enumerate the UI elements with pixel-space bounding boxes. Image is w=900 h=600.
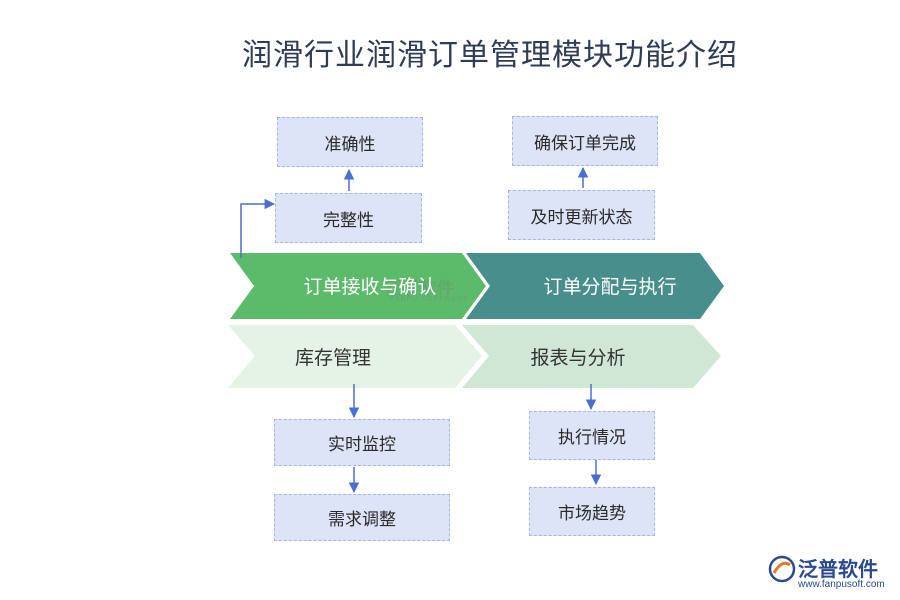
label-inventory: 库存管理 bbox=[294, 346, 371, 369]
box-ensure-order-done: 确保订单完成 bbox=[512, 116, 658, 166]
chevron-inventory bbox=[228, 325, 482, 388]
label-order-receive: 订单接收与确认 bbox=[303, 275, 437, 298]
logo-name: 泛普软件 bbox=[798, 557, 878, 581]
label-report: 报表与分析 bbox=[530, 346, 626, 369]
brand-logo: 泛普软件 www.fanpusoft.com bbox=[768, 553, 893, 595]
watermark-name: 泛普软件 bbox=[386, 279, 454, 299]
chevron-order-dispatch bbox=[466, 253, 724, 319]
box-demand-adjust: 需求调整 bbox=[274, 494, 450, 541]
box-exec-status: 执行情况 bbox=[529, 411, 655, 460]
page-title: 润滑行业润滑订单管理模块功能介绍 bbox=[242, 38, 738, 73]
box-update-status: 及时更新状态 bbox=[508, 190, 655, 240]
chevron-report bbox=[462, 325, 721, 388]
watermark-sub: FANPU SOFTWARE bbox=[390, 296, 469, 303]
box-accuracy: 准确性 bbox=[277, 117, 423, 167]
chevron-order-receive bbox=[230, 253, 486, 319]
logo-icon bbox=[768, 555, 796, 583]
box-completeness: 完整性 bbox=[275, 193, 422, 243]
label-order-dispatch: 订单分配与执行 bbox=[543, 275, 677, 298]
box-realtime-monitor: 实时监控 bbox=[274, 419, 450, 466]
arrow-receive-to-completeness bbox=[240, 198, 276, 258]
box-market-trend: 市场趋势 bbox=[529, 487, 655, 536]
logo-url: www.fanpusoft.com bbox=[798, 579, 885, 590]
